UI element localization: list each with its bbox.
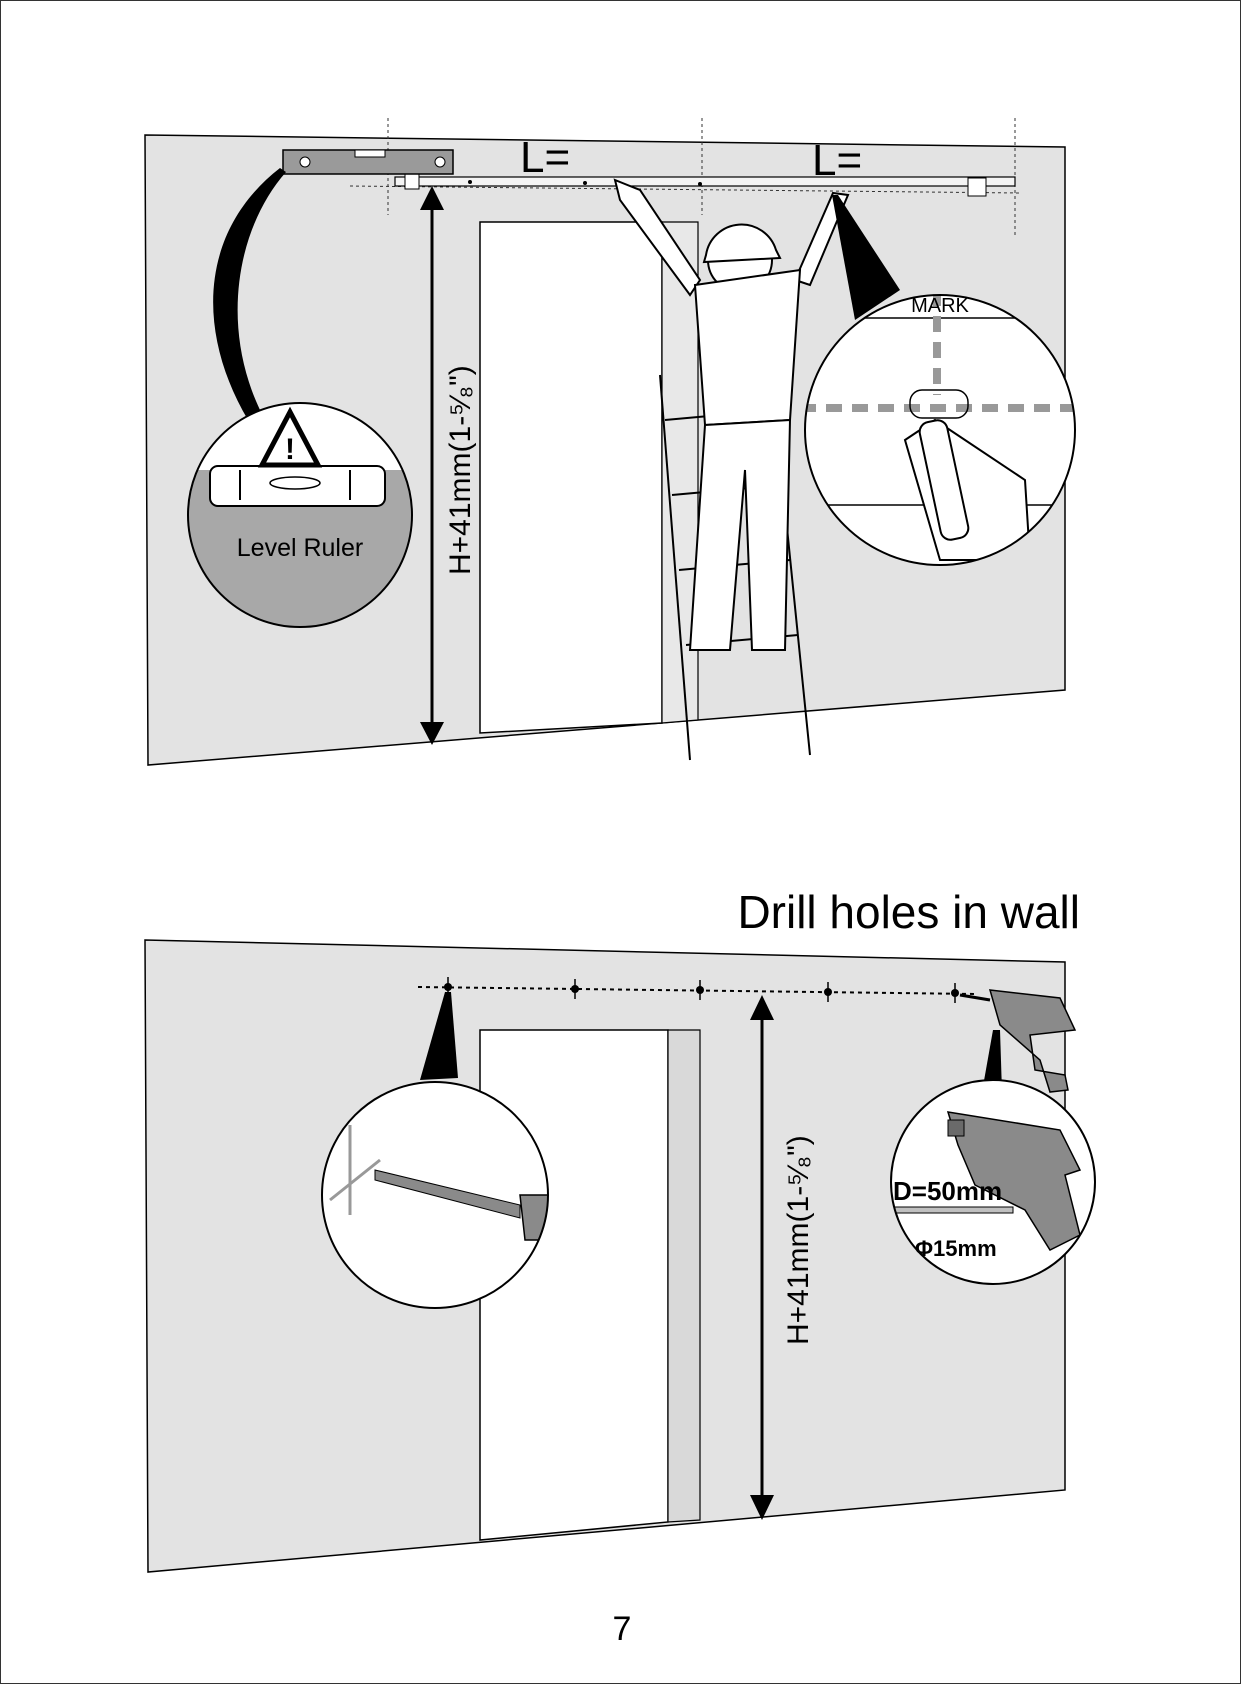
- bottom-height-label: H+41mm(1-⁵⁄₈"): [782, 1135, 815, 1345]
- mark-callout-pointer: [832, 195, 900, 320]
- bottom-illustration: Drill holes in wall H+41mm(1-⁵⁄₈"): [144, 886, 1096, 1573]
- bottom-doorway: [479, 1029, 669, 1541]
- top-height-label: H+41mm(1-⁵⁄₈"): [444, 365, 477, 575]
- bit-callout-pointer: [420, 992, 458, 1080]
- bottom-height-arrow: [750, 995, 774, 1520]
- drill-hole-line: [417, 986, 976, 995]
- drill-hole-marks: [444, 977, 959, 1003]
- pencil-hand-icon: [903, 418, 1032, 561]
- bottom-door-jamb: [667, 1029, 701, 1523]
- top-door-jamb: [661, 221, 699, 724]
- top-length-label-2: L=: [812, 136, 862, 185]
- warning-triangle-icon: !: [257, 406, 323, 468]
- level-ruler-label: Level Ruler: [237, 534, 363, 562]
- top-illustration: L= L= H+41mm(1-⁵⁄₈") !: [144, 118, 1076, 766]
- drill-spec-callout: D=50mm Φ15mm: [890, 1079, 1096, 1285]
- mark-label: MARK: [911, 295, 969, 317]
- drill-bit-callout: [321, 1081, 549, 1309]
- power-drill-icon: [959, 989, 1077, 1093]
- track-rail: [394, 172, 1016, 197]
- depth-label: D=50mm: [893, 1176, 1002, 1206]
- top-length-label-1: L=: [520, 133, 570, 182]
- drill-title: Drill holes in wall: [737, 886, 1080, 938]
- mark-callout: MARK: [804, 294, 1076, 566]
- top-height-arrow: [420, 186, 444, 745]
- spirit-level-icon: [282, 149, 454, 175]
- diameter-label: Φ15mm: [915, 1236, 997, 1261]
- svg-text:!: !: [285, 433, 295, 466]
- drill-callout-pointer: [982, 1030, 1002, 1092]
- level-callout-pointer: [213, 168, 286, 420]
- worker-on-ladder: [613, 178, 850, 761]
- page-number: 7: [613, 1610, 632, 1648]
- top-doorway: [479, 221, 663, 734]
